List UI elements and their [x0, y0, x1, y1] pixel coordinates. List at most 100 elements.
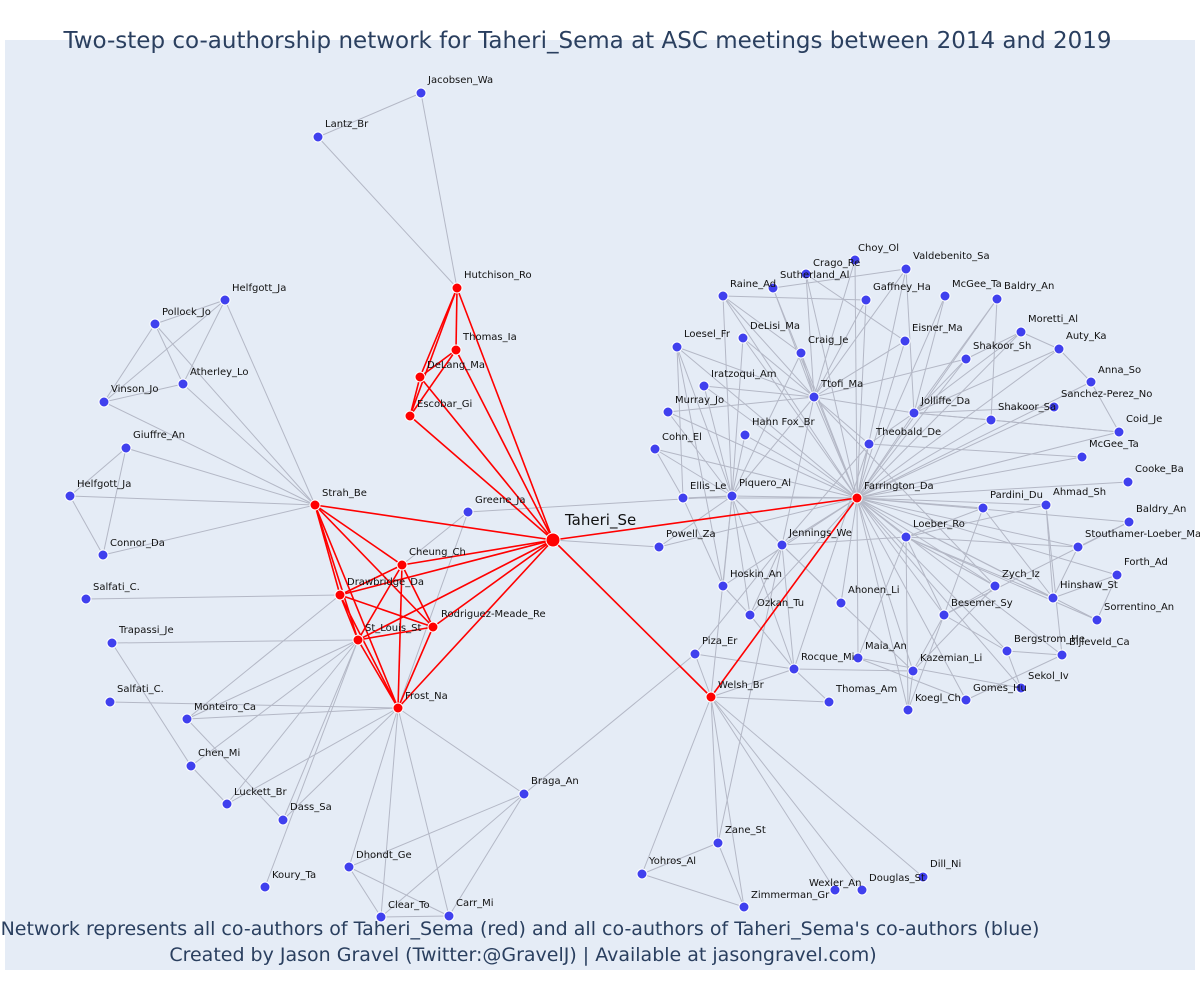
secondary-node-moretti-al[interactable] — [1015, 326, 1027, 338]
secondary-node-maia-an[interactable] — [852, 652, 864, 664]
secondary-node-theobald-de[interactable] — [863, 438, 875, 450]
coauthor-node-drawbridge-da[interactable] — [334, 589, 346, 601]
secondary-node-connor-da[interactable] — [97, 549, 109, 561]
secondary-node-kazemian-li[interactable] — [907, 665, 919, 677]
secondary-node-gomes-hu[interactable] — [960, 694, 972, 706]
secondary-node-pollock-jo[interactable] — [149, 318, 161, 330]
secondary-node-stouthamer-loeber-ma[interactable] — [1072, 541, 1084, 553]
secondary-node-pardini-du[interactable] — [977, 502, 989, 514]
secondary-node-bijleveld-ca[interactable] — [1056, 649, 1068, 661]
secondary-node-ttofi-ma[interactable] — [808, 391, 820, 403]
secondary-node-mcgee-ta[interactable] — [1076, 451, 1088, 463]
secondary-node-baldry-an[interactable] — [1123, 516, 1135, 528]
secondary-node-iratzoqui-am[interactable] — [698, 380, 710, 392]
coauthor-node-hutchison-ro[interactable] — [451, 282, 463, 294]
secondary-node-dass-sa[interactable] — [277, 814, 289, 826]
secondary-node-thomas-am[interactable] — [823, 696, 835, 708]
secondary-node-atherley-lo[interactable] — [177, 378, 189, 390]
secondary-node-murray-jo[interactable] — [662, 406, 674, 418]
secondary-node-koury-ta[interactable] — [259, 881, 271, 893]
secondary-node-powell-za[interactable] — [653, 541, 665, 553]
secondary-node-zimmerman-gr[interactable] — [738, 901, 750, 913]
secondary-node-piza-er[interactable] — [689, 648, 701, 660]
coauthor-node-rodriguez-meade-re[interactable] — [427, 621, 439, 633]
coauthor-node-farrington-da[interactable] — [851, 492, 863, 504]
secondary-node-helfgott-ja[interactable] — [219, 294, 231, 306]
secondary-node-delisi-ma[interactable] — [737, 332, 749, 344]
coauthor-node-escobar-gi[interactable] — [404, 410, 416, 422]
secondary-node-gaffney-ha[interactable] — [860, 294, 872, 306]
secondary-node-chen-mi[interactable] — [185, 760, 197, 772]
coauthor-node-thomas-ia[interactable] — [450, 344, 462, 356]
secondary-node-shakoor-sh[interactable] — [960, 353, 972, 365]
secondary-node-salfati-c[interactable] — [80, 593, 92, 605]
secondary-node-ellis-le[interactable] — [677, 492, 689, 504]
secondary-node-yohros-al[interactable] — [636, 868, 648, 880]
secondary-node-ahonen-li[interactable] — [835, 597, 847, 609]
secondary-node-rocque-mi[interactable] — [788, 663, 800, 675]
secondary-node-braga-an[interactable] — [518, 788, 530, 800]
node-label-baldry-an: Baldry_An — [1004, 281, 1054, 292]
secondary-node-sutherland-al[interactable] — [767, 282, 779, 294]
secondary-node-koegl-ch[interactable] — [902, 704, 914, 716]
secondary-node-helfgott-ja[interactable] — [64, 490, 76, 502]
secondary-node-baldry-an[interactable] — [991, 293, 1003, 305]
secondary-node-lantz-br[interactable] — [312, 131, 324, 143]
coauthor-node-st-louis-st[interactable] — [352, 634, 364, 646]
secondary-node-giuffre-an[interactable] — [120, 442, 132, 454]
secondary-node-trapassi-je[interactable] — [106, 637, 118, 649]
secondary-node-jacobsen-wa[interactable] — [415, 87, 427, 99]
secondary-node-choy-ol[interactable] — [849, 254, 861, 266]
secondary-node-auty-ka[interactable] — [1053, 343, 1065, 355]
secondary-node-anna-so[interactable] — [1085, 376, 1097, 388]
secondary-node-greene-ja[interactable] — [462, 506, 474, 518]
secondary-node-sanchez-perez-no[interactable] — [1048, 401, 1060, 413]
secondary-node-ozkan-tu[interactable] — [744, 609, 756, 621]
secondary-node-raine-ad[interactable] — [717, 290, 729, 302]
secondary-node-hinshaw-st[interactable] — [1047, 592, 1059, 604]
secondary-node-wexler-an[interactable] — [829, 884, 841, 896]
secondary-edge — [913, 406, 1055, 414]
secondary-node-coid-je[interactable] — [1113, 426, 1125, 438]
coauthor-node-strah-be[interactable] — [309, 499, 321, 511]
secondary-node-eisner-ma[interactable] — [899, 335, 911, 347]
secondary-node-crago-re[interactable] — [800, 268, 812, 280]
coauthor-node-cheung-ch[interactable] — [396, 559, 408, 571]
secondary-node-dhondt-ge[interactable] — [343, 861, 355, 873]
secondary-node-loeber-ro[interactable] — [900, 531, 912, 543]
secondary-node-jolliffe-da[interactable] — [908, 407, 920, 419]
secondary-node-craig-je[interactable] — [795, 347, 807, 359]
secondary-node-jennings-we[interactable] — [776, 539, 788, 551]
secondary-node-mcgee-ta[interactable] — [939, 290, 951, 302]
secondary-node-besemer-sy[interactable] — [938, 609, 950, 621]
secondary-node-dill-ni[interactable] — [917, 871, 929, 883]
secondary-node-piquero-al[interactable] — [726, 490, 738, 502]
secondary-node-vinson-jo[interactable] — [98, 396, 110, 408]
secondary-node-zych-iz[interactable] — [989, 580, 1001, 592]
secondary-node-cohn-el[interactable] — [649, 443, 661, 455]
secondary-node-loesel-fr[interactable] — [671, 341, 683, 353]
coauthor-node-delang-ma[interactable] — [414, 371, 426, 383]
coauthor-node-frost-na[interactable] — [392, 702, 404, 714]
secondary-node-clear-to[interactable] — [375, 911, 387, 923]
secondary-node-carr-mi[interactable] — [443, 910, 455, 922]
secondary-node-sekol-iv[interactable] — [1015, 682, 1027, 694]
secondary-node-forth-ad[interactable] — [1111, 569, 1123, 581]
secondary-node-hahn-fox-br[interactable] — [739, 429, 751, 441]
secondary-node-zane-st[interactable] — [712, 837, 724, 849]
coauthor-node-welsh-br[interactable] — [705, 691, 717, 703]
secondary-node-sorrentino-an[interactable] — [1091, 614, 1103, 626]
secondary-node-hoskin-an[interactable] — [717, 580, 729, 592]
secondary-node-valdebenito-sa[interactable] — [900, 263, 912, 275]
secondary-node-salfati-c[interactable] — [104, 696, 116, 708]
secondary-node-luckett-br[interactable] — [221, 798, 233, 810]
secondary-node-monteiro-ca[interactable] — [181, 713, 193, 725]
secondary-node-shakoor-sa[interactable] — [985, 414, 997, 426]
secondary-node-bergstrom-he[interactable] — [1001, 645, 1013, 657]
secondary-node-cooke-ba[interactable] — [1122, 476, 1134, 488]
coauthor-node-taheri-se[interactable] — [545, 532, 561, 548]
secondary-edge — [813, 396, 996, 587]
node-label-lantz-br: Lantz_Br — [325, 119, 369, 130]
secondary-node-douglas-st[interactable] — [856, 884, 868, 896]
secondary-node-ahmad-sh[interactable] — [1040, 499, 1052, 511]
